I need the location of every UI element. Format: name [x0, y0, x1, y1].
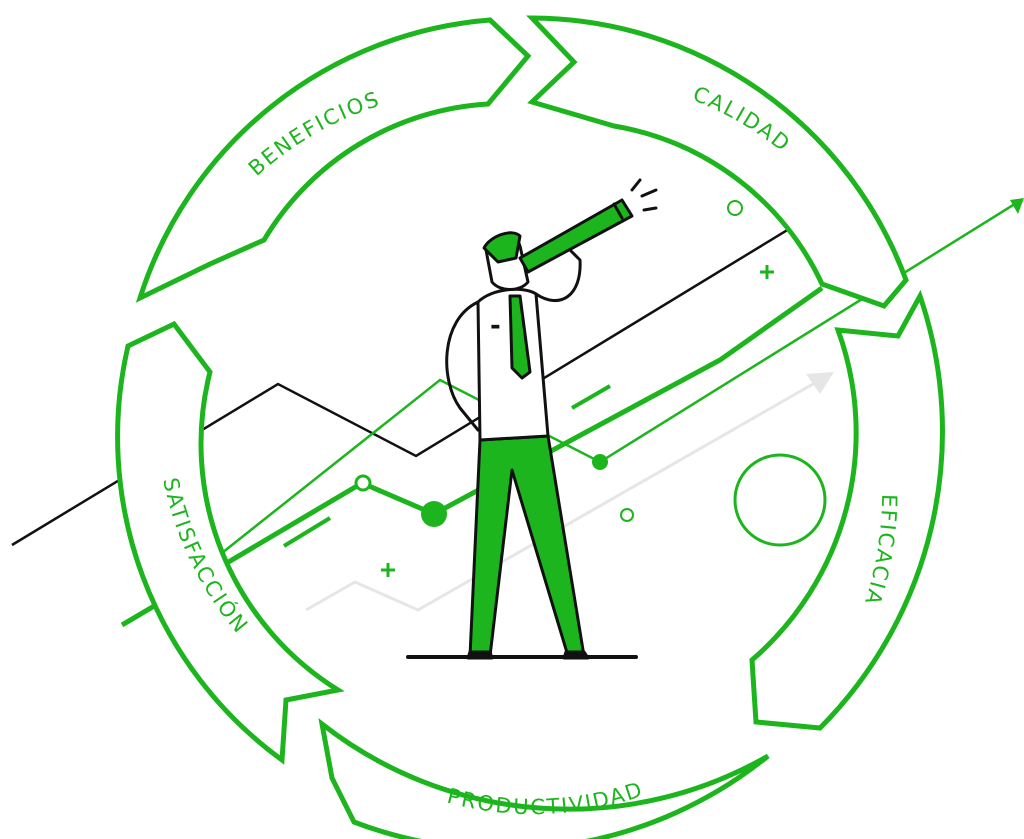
arm-on-hip [445, 300, 480, 432]
plus-icon [381, 563, 395, 577]
small-ring [727, 200, 743, 216]
cycle-segment-calidad [526, 15, 909, 309]
minus-mark: - [490, 311, 501, 341]
plus-icon [760, 265, 774, 279]
small-ring [620, 508, 634, 522]
large-data-point [421, 501, 447, 527]
person-with-telescope-illustration: - [406, 178, 658, 660]
hair [482, 231, 522, 264]
cycle-segment-beneficios [135, 17, 532, 303]
data-point [592, 454, 608, 470]
telescope-icon [518, 198, 634, 274]
telescope-rim [612, 202, 624, 220]
large-ring [733, 453, 827, 547]
cycle-segment-eficacia [749, 289, 945, 731]
faint-arrowhead-icon [806, 372, 834, 394]
cycle-segment-productividad [318, 717, 770, 839]
raised-arm [534, 248, 582, 303]
cycle-segment-satisfaccion [115, 320, 345, 765]
shoe [466, 650, 494, 660]
green-arrowhead-icon [1010, 198, 1024, 214]
tie [508, 294, 532, 380]
sparkle-line [630, 178, 642, 192]
sparkle-line [642, 206, 658, 212]
shoe [562, 650, 590, 660]
faint-trend-line [305, 378, 821, 612]
cycle-ring [115, 15, 945, 839]
green-dash [570, 384, 612, 410]
hollow-data-point [354, 474, 372, 492]
sparkle-line [640, 188, 658, 198]
green-dash [282, 516, 332, 548]
